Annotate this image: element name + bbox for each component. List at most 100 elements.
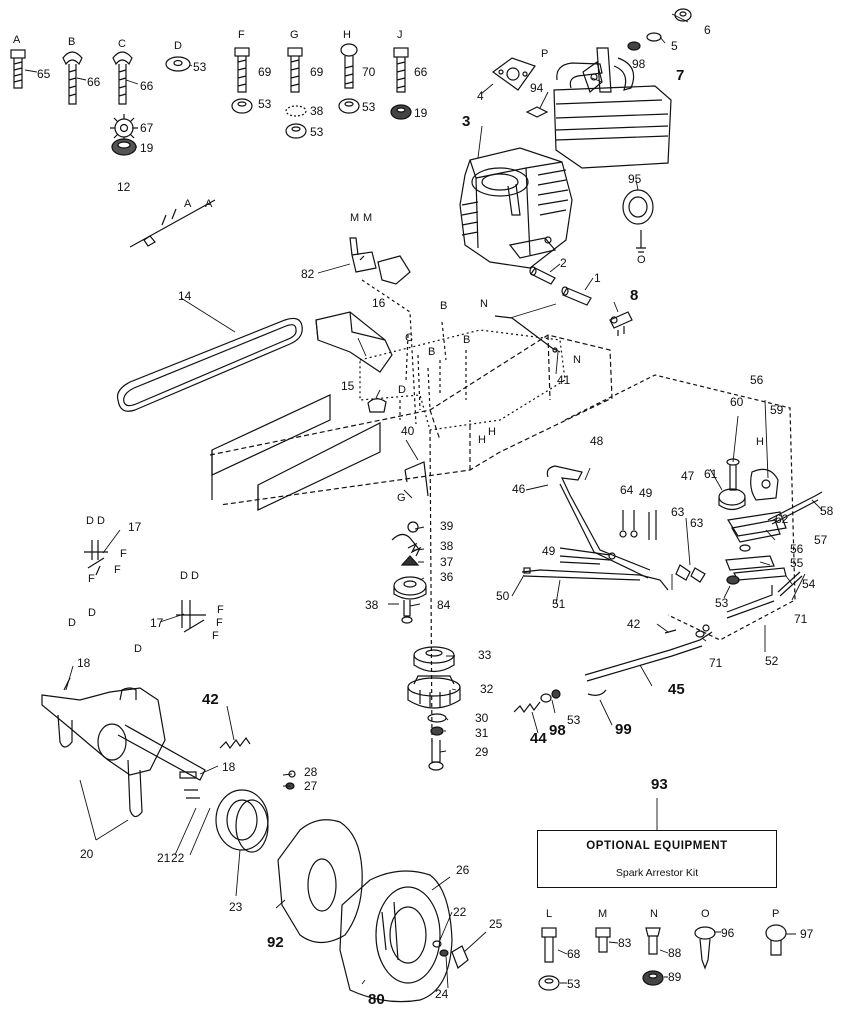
- nut-98-icon: [627, 41, 641, 51]
- hardware-letter-b: B: [68, 36, 76, 48]
- part-number: 40: [401, 424, 415, 438]
- part-number: 38: [365, 598, 379, 612]
- part-number: 22: [171, 851, 185, 865]
- part-number: 98: [549, 722, 566, 739]
- ref-letter: N: [480, 298, 488, 310]
- washers-98-53-icon: [540, 689, 561, 703]
- washer-22-icon: [432, 940, 442, 948]
- clip-15-icon: [367, 398, 387, 413]
- part-number: 96: [721, 926, 735, 940]
- ref-letter: B: [428, 346, 436, 358]
- part-number: 41: [557, 373, 571, 387]
- ref-letter: C: [405, 332, 413, 344]
- nut-f-icon: [231, 98, 253, 114]
- ref-letter: A: [205, 198, 213, 210]
- hardware-letter-l: L: [546, 908, 553, 920]
- tire-80-icon: [339, 870, 453, 1003]
- tire-92-icon: [277, 819, 363, 944]
- part-number: 64: [620, 483, 634, 497]
- part-number: 67: [140, 121, 154, 135]
- part-number: 95: [628, 172, 642, 186]
- bolt-g-icon: [287, 47, 303, 93]
- part-number: 56: [790, 542, 804, 556]
- part-number: 1: [594, 271, 601, 285]
- spring-42-icon: [219, 736, 251, 750]
- part-number: 28: [304, 765, 318, 779]
- part-number: 33: [478, 648, 492, 662]
- part-number: 29: [475, 745, 489, 759]
- part-number: 69: [258, 65, 272, 79]
- part-number: 14: [178, 289, 192, 303]
- frame-plates-icon: [211, 394, 381, 511]
- ref-letter: F: [217, 604, 224, 616]
- lock-nut-icon: [111, 138, 137, 156]
- part-number: 15: [341, 379, 355, 393]
- part-number: 30: [475, 711, 489, 725]
- bolt-h-icon: [340, 43, 358, 89]
- part-number: 42: [627, 617, 641, 631]
- part-number: 92: [267, 934, 284, 951]
- part-number: 22: [453, 905, 467, 919]
- center-axis-icon: [429, 429, 433, 746]
- ref-letter: D: [86, 515, 94, 527]
- part-number: 66: [140, 79, 154, 93]
- engine-icon: [459, 147, 573, 269]
- part-number: 7: [676, 67, 685, 84]
- clip-42-icon: [664, 629, 677, 634]
- plate-55-icon: [725, 555, 775, 571]
- part-number: 58: [820, 504, 834, 518]
- part-number: 68: [567, 947, 581, 961]
- frame-icon: [209, 334, 613, 506]
- part-number: 52: [765, 654, 779, 668]
- ref-letter: F: [88, 573, 95, 585]
- part-number: 62: [775, 512, 789, 526]
- ref-letter: D: [191, 570, 199, 582]
- hardware-letter-j: J: [397, 29, 403, 41]
- part-number: 8: [630, 287, 639, 304]
- hardware-letter-h: H: [343, 29, 351, 41]
- part-number: 99: [615, 721, 632, 738]
- bolt-29-icon: [428, 740, 444, 771]
- part-number: 71: [709, 656, 723, 670]
- nut-j-icon: [390, 104, 412, 120]
- part-number: 26: [456, 863, 470, 877]
- hardware-letter-m: M: [598, 908, 608, 920]
- bolt-p-icon: [765, 924, 787, 956]
- part-number: 56: [750, 373, 764, 387]
- part-number: 42: [202, 691, 219, 708]
- hardware-letter-o: O: [701, 908, 710, 920]
- hardware-letter-c: C: [118, 38, 126, 50]
- part-number: 19: [414, 106, 428, 120]
- part-number: 84: [437, 598, 451, 612]
- part-number: 63: [671, 505, 685, 519]
- bolt-a-icon: [10, 49, 26, 89]
- bolt-m-icon: [595, 927, 611, 953]
- part-number: 60: [730, 395, 744, 409]
- link-39-icon: [391, 521, 419, 549]
- part-number: 18: [77, 656, 91, 670]
- nut-53-icon: [726, 575, 740, 585]
- ref-letter: F: [120, 548, 127, 560]
- ref-letter: M: [350, 212, 360, 224]
- lever-40-icon: [404, 461, 429, 497]
- part-number: 19: [140, 141, 154, 155]
- part-number: 25: [489, 917, 503, 931]
- hardware-letter-g: G: [290, 29, 299, 41]
- spacer-icon: [525, 106, 549, 118]
- part-number: 16: [372, 296, 386, 310]
- part-number: 38: [310, 104, 324, 118]
- part-number: 17: [128, 520, 142, 534]
- rod-58-icon: [767, 491, 823, 525]
- bolt-n-icon: [645, 927, 661, 955]
- part-number: 54: [802, 577, 816, 591]
- ref-letter: B: [463, 334, 471, 346]
- pulley-32-icon: [407, 675, 461, 709]
- screw-o-icon: [694, 926, 716, 970]
- part-number: 49: [639, 486, 653, 500]
- ref-letter: G: [397, 492, 406, 504]
- hardware-letter-f: F: [238, 29, 245, 41]
- shift-lever-46-icon: [546, 465, 651, 579]
- part-number: 51: [552, 597, 566, 611]
- part-number: 47: [681, 469, 695, 483]
- part-number: 38: [440, 539, 454, 553]
